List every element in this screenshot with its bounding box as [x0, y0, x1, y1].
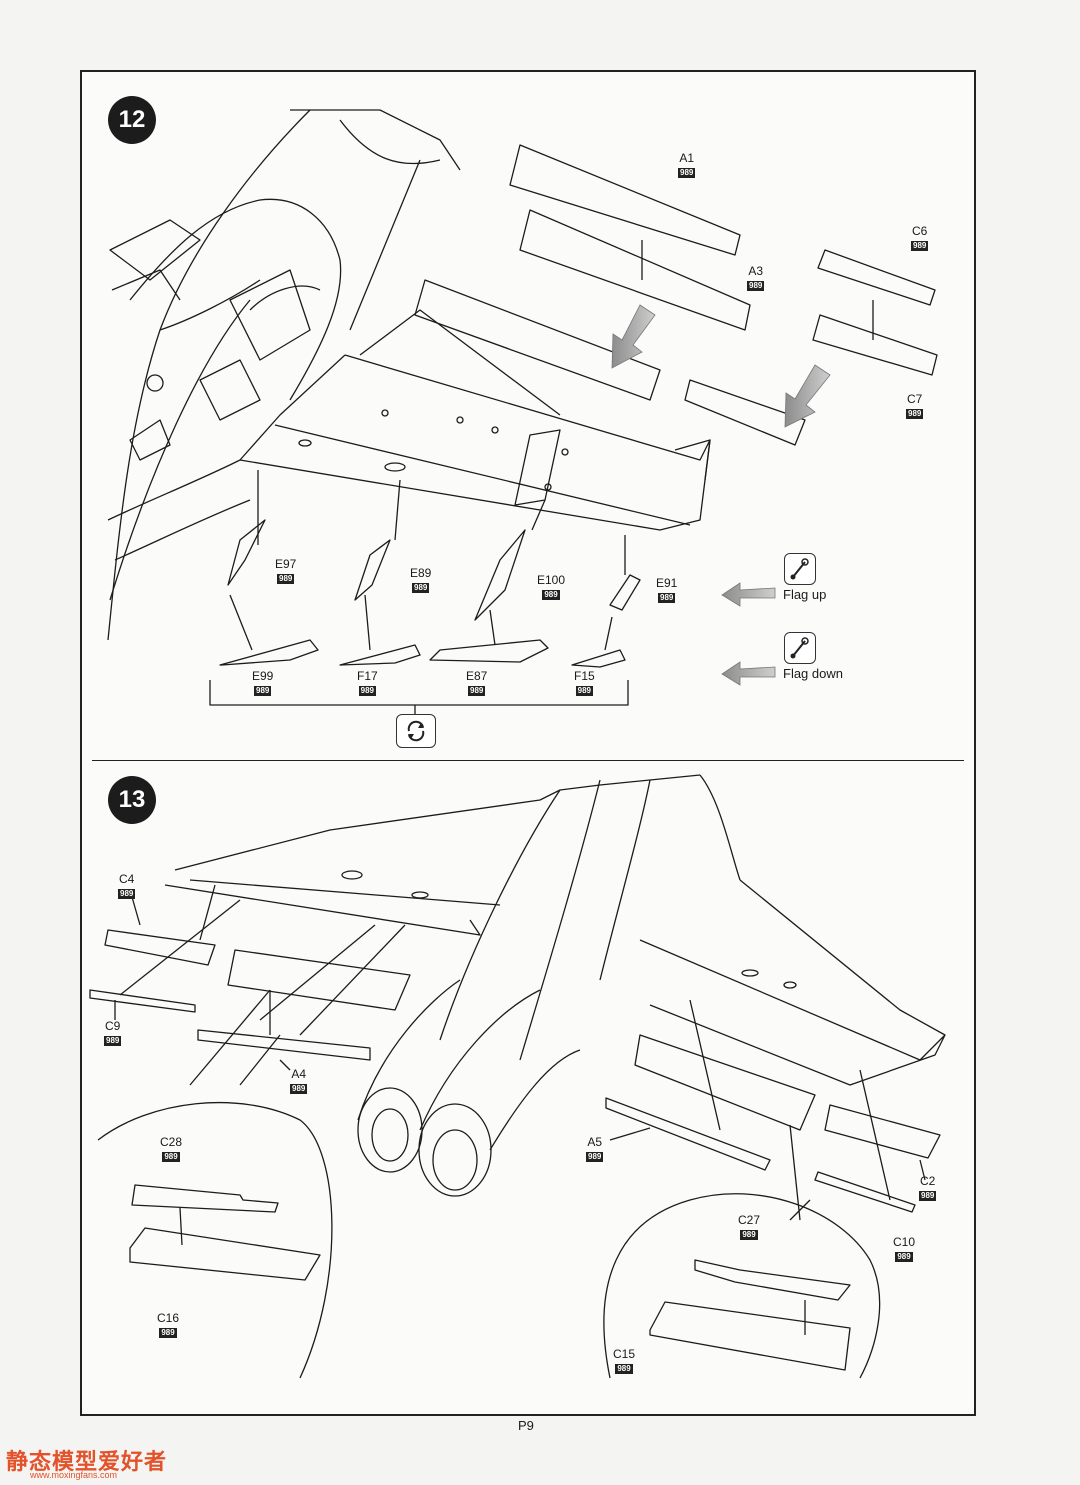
flag-up-icon	[784, 553, 816, 585]
instruction-frame	[80, 70, 976, 1416]
step13-aircraft	[164, 774, 946, 1197]
flag-up-label: Flag up	[783, 587, 827, 602]
watermark-url: www.moxingfans.com	[30, 1470, 118, 1480]
step-divider	[92, 760, 964, 761]
watermark-logo: 静态模型爱好者	[6, 1449, 168, 1474]
step-13-badge: 13	[108, 776, 156, 824]
flag-down-icon	[784, 632, 816, 664]
step12-fuselage	[107, 109, 461, 641]
rotate-icon	[396, 714, 436, 748]
step-12-badge: 12	[108, 96, 156, 144]
step12-wing	[239, 309, 711, 531]
assembly-arrows	[611, 304, 831, 686]
flag-down-label: Flag down	[783, 666, 843, 681]
page-number: P9	[518, 1418, 534, 1433]
